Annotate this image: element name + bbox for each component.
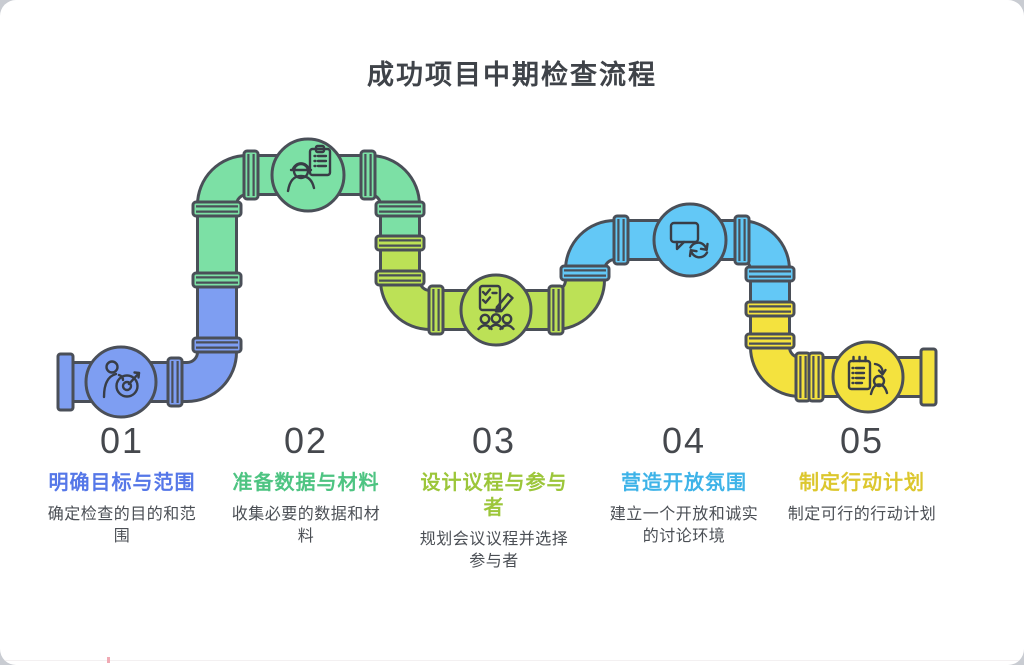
pipe-coupling [374, 269, 426, 287]
pipe-coupling [807, 351, 825, 403]
step-number: 05 [839, 420, 885, 461]
agenda-participants-icon [477, 284, 515, 331]
step-3: 03 设计议程与参与者 规划会议议程并选择参与者 [409, 420, 579, 573]
step-title: 明确目标与范围 [48, 472, 196, 495]
step-description: 规划会议议程并选择参与者 [419, 531, 569, 570]
step-description: 收集必要的数据和材料 [231, 506, 381, 545]
step-1: 01 明确目标与范围 确定检查的目的和范围 [37, 420, 207, 548]
pipe-coupling [612, 214, 630, 266]
bottom-divider [0, 660, 1024, 661]
pipe-coupling [359, 149, 377, 201]
worker-checklist-icon [286, 144, 332, 193]
step-2: 02 准备数据与材料 收集必要的数据和材料 [221, 420, 391, 548]
action-plan-icon [847, 355, 889, 396]
pipe-coupling [733, 214, 751, 266]
step-title: 制定行动计划 [799, 472, 925, 495]
step-title: 营造开放氛围 [621, 472, 747, 495]
step-circle-4 [652, 202, 728, 278]
pipe-coupling [547, 284, 565, 336]
pipe-segment-1 [73, 280, 235, 400]
step-circle-1 [84, 345, 158, 419]
pipe-coupling [374, 200, 426, 218]
pipe-coupling [191, 200, 243, 218]
step-description: 确定检查的目的和范围 [47, 506, 197, 545]
page-title: 成功项目中期检查流程 [367, 60, 657, 90]
pipe-coupling [427, 284, 445, 336]
progress-tick[interactable] [107, 657, 110, 663]
pipe-coupling [374, 234, 426, 252]
step-5: 05 制定行动计划 制定可行的行动计划 [777, 420, 947, 526]
step-circle-5 [831, 340, 905, 414]
pipe-coupling [744, 332, 796, 350]
pipe-couplings [166, 149, 825, 408]
step-number: 01 [99, 420, 145, 461]
step-4: 04 营造开放氛围 建立一个开放和诚实的讨论环境 [599, 420, 769, 548]
step-description: 建立一个开放和诚实的讨论环境 [609, 506, 759, 545]
goal-target-icon [102, 360, 141, 399]
step-number: 02 [283, 420, 329, 461]
pipe-coupling [744, 300, 796, 318]
pipe-endcap-right [919, 347, 938, 407]
pipe-coupling [242, 149, 260, 201]
step-number: 03 [471, 420, 517, 461]
pipe-coupling [166, 356, 184, 408]
pipe-coupling [559, 264, 611, 282]
discussion-sync-icon [669, 221, 709, 259]
step-title: 准备数据与材料 [232, 472, 380, 495]
step-title: 设计议程与参与者 [420, 472, 568, 520]
pipe-coupling [191, 336, 243, 354]
pipe-coupling [744, 265, 796, 283]
pipe-coupling [191, 271, 243, 289]
step-number: 04 [661, 420, 707, 461]
step-description: 制定可行的行动计划 [787, 506, 937, 524]
pipe-endcap-left [56, 352, 75, 412]
